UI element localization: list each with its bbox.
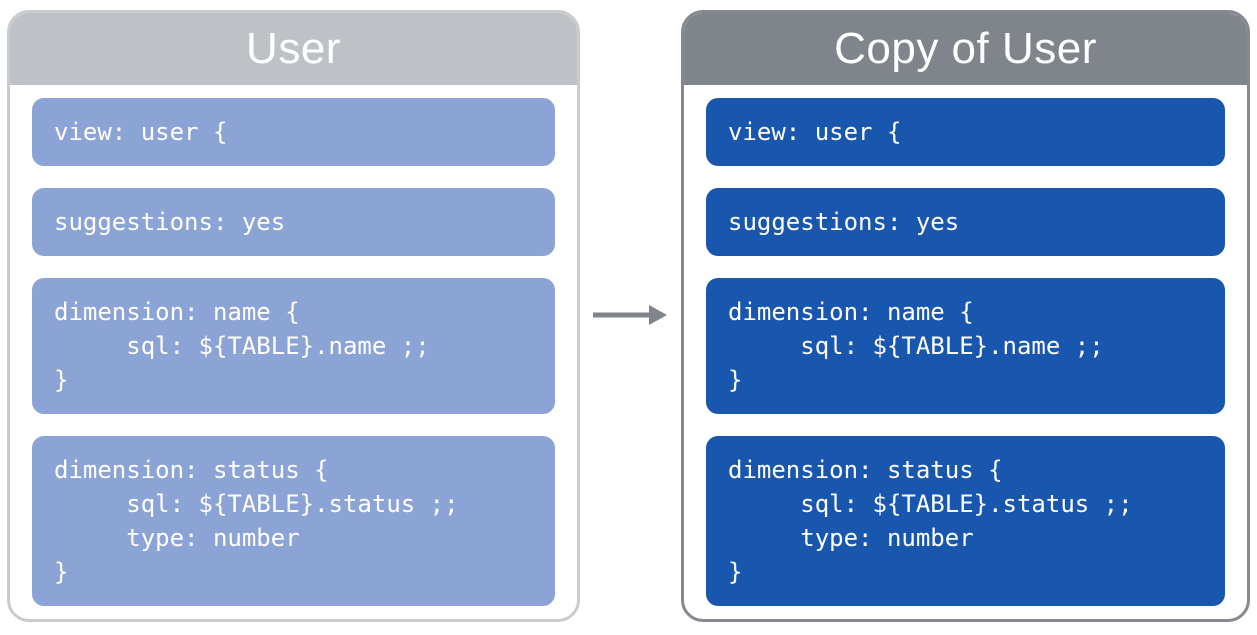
code-block-dimension-name: dimension: name { sql: ${TABLE}.name ;; …: [32, 278, 555, 414]
panel-copy-of-user: Copy of User view: user { suggestions: y…: [681, 10, 1250, 622]
panel-copy-of-user-body: view: user { suggestions: yes dimension:…: [684, 85, 1247, 606]
panel-copy-of-user-header: Copy of User: [684, 13, 1247, 85]
right-arrow-icon: [592, 301, 668, 329]
panel-user-header: User: [10, 13, 577, 85]
code-block-suggestions: suggestions: yes: [32, 188, 555, 256]
code-block-dimension-status: dimension: status { sql: ${TABLE}.status…: [32, 436, 555, 606]
code-block-suggestions: suggestions: yes: [706, 188, 1225, 256]
code-block-dimension-name: dimension: name { sql: ${TABLE}.name ;; …: [706, 278, 1225, 414]
code-block-dimension-status: dimension: status { sql: ${TABLE}.status…: [706, 436, 1225, 606]
panel-user-body: view: user { suggestions: yes dimension:…: [10, 85, 577, 606]
panel-user-title: User: [246, 24, 341, 73]
panel-copy-of-user-title: Copy of User: [834, 24, 1097, 73]
panel-user: User view: user { suggestions: yes dimen…: [7, 10, 580, 622]
code-block-view: view: user {: [32, 98, 555, 166]
code-block-view: view: user {: [706, 98, 1225, 166]
